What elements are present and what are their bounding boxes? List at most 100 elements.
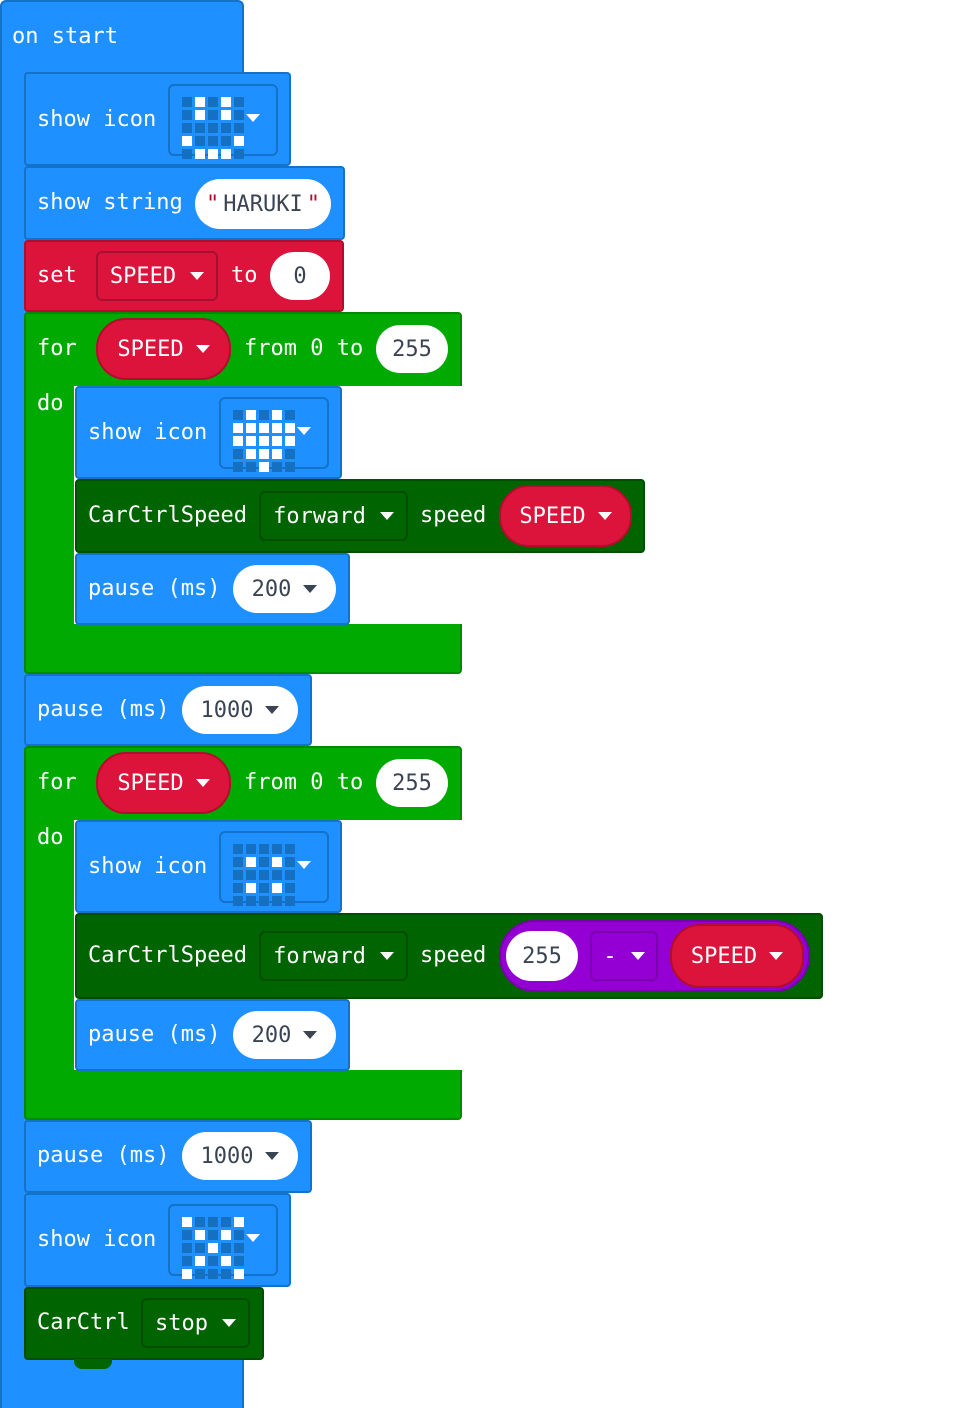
- led-cell: [221, 1217, 231, 1227]
- left-operand-input[interactable]: 255: [506, 931, 578, 981]
- pause-label: pause (ms): [88, 1022, 221, 1047]
- led-cell: [221, 1269, 231, 1279]
- pause-label: pause (ms): [37, 697, 170, 722]
- led-cell: [259, 410, 269, 420]
- led-cell: [234, 136, 244, 146]
- speed-variable-1[interactable]: SPEED: [499, 485, 632, 547]
- led-cell: [246, 870, 256, 880]
- loop-end-input-2[interactable]: 255: [376, 759, 448, 807]
- led-cell: [233, 896, 243, 906]
- led-cell: [272, 883, 282, 893]
- string-value: HARUKI: [223, 191, 303, 217]
- stop-dropdown[interactable]: stop: [141, 1298, 250, 1348]
- chevron-down-icon: [297, 427, 311, 435]
- right-operand-name: SPEED: [690, 943, 758, 969]
- led-cell: [246, 896, 256, 906]
- led-cell: [182, 1243, 192, 1253]
- set-value: 0: [293, 263, 307, 289]
- for-label: for: [37, 336, 77, 361]
- operator-dropdown[interactable]: -: [590, 931, 658, 981]
- pause-value: 1000: [200, 1143, 254, 1169]
- led-cell: [195, 123, 205, 133]
- led-cell: [221, 136, 231, 146]
- led-cell: [272, 436, 282, 446]
- led-cell: [272, 449, 282, 459]
- led-cell: [285, 423, 295, 433]
- icon-picker-1[interactable]: [168, 84, 278, 159]
- chevron-down-icon: [379, 952, 394, 960]
- operator-value: -: [603, 943, 617, 969]
- led-cell: [272, 844, 282, 854]
- led-cell: [259, 449, 269, 459]
- variable-dropdown[interactable]: SPEED: [96, 251, 218, 301]
- led-cell: [272, 857, 282, 867]
- loop-end-value: 255: [392, 770, 432, 796]
- led-cell: [221, 149, 231, 159]
- do-label: do: [37, 391, 64, 416]
- led-cell: [246, 883, 256, 893]
- led-cell: [208, 1243, 218, 1253]
- led-cell: [233, 423, 243, 433]
- led-cell: [233, 462, 243, 472]
- led-cell: [208, 1217, 218, 1227]
- loop-variable-2[interactable]: SPEED: [96, 752, 231, 814]
- led-cell: [246, 449, 256, 459]
- quote-open: ": [206, 191, 220, 217]
- pause-value-input-end[interactable]: 1000: [182, 1132, 298, 1180]
- chevron-down-icon: [195, 345, 210, 353]
- loop-end-input-1[interactable]: 255: [376, 325, 448, 373]
- from-to-label: from 0 to: [244, 336, 364, 361]
- led-cell: [246, 844, 256, 854]
- led-cell: [182, 123, 192, 133]
- icon-picker-3[interactable]: [219, 831, 329, 906]
- led-grid-icon: [182, 1217, 244, 1279]
- icon-picker-4[interactable]: [168, 1204, 278, 1279]
- chevron-down-icon: [221, 1319, 236, 1327]
- led-cell: [195, 1269, 205, 1279]
- loop-variable-1[interactable]: SPEED: [96, 318, 231, 380]
- pause-value-input-mid[interactable]: 1000: [182, 686, 298, 734]
- led-cell: [233, 410, 243, 420]
- show-icon-label: show icon: [88, 854, 208, 879]
- led-cell: [246, 423, 256, 433]
- led-cell: [234, 110, 244, 120]
- led-cell: [272, 462, 282, 472]
- chevron-down-icon: [190, 272, 205, 280]
- led-cell: [182, 97, 192, 107]
- chevron-down-icon: [597, 512, 612, 520]
- chevron-down-icon: [769, 952, 784, 960]
- right-operand-variable[interactable]: SPEED: [670, 924, 804, 988]
- quote-close: ": [306, 191, 320, 217]
- from-to-label: from 0 to: [244, 770, 364, 795]
- led-cell: [272, 410, 282, 420]
- icon-picker-2[interactable]: [219, 397, 329, 472]
- led-cell: [259, 423, 269, 433]
- led-cell: [195, 1243, 205, 1253]
- pause-value-input-2[interactable]: 200: [233, 1011, 336, 1059]
- led-cell: [285, 436, 295, 446]
- led-cell: [195, 1217, 205, 1227]
- string-input[interactable]: "HARUKI": [195, 179, 331, 229]
- pause-value-input-1[interactable]: 200: [233, 565, 336, 613]
- direction-value: forward: [273, 943, 366, 969]
- set-value-input[interactable]: 0: [270, 252, 330, 300]
- led-cell: [221, 1230, 231, 1240]
- led-cell: [208, 1269, 218, 1279]
- led-cell: [208, 149, 218, 159]
- direction-dropdown-2[interactable]: forward: [259, 931, 408, 981]
- led-cell: [272, 896, 282, 906]
- pause-value: 1000: [200, 697, 254, 723]
- led-cell: [285, 883, 295, 893]
- speed-label: speed: [420, 943, 487, 968]
- led-cell: [208, 123, 218, 133]
- led-cell: [234, 1243, 244, 1253]
- led-cell: [246, 436, 256, 446]
- chevron-down-icon: [265, 706, 280, 714]
- show-icon-label: show icon: [88, 420, 208, 445]
- led-cell: [208, 97, 218, 107]
- led-cell: [182, 110, 192, 120]
- direction-dropdown-1[interactable]: forward: [259, 491, 408, 541]
- led-cell: [195, 110, 205, 120]
- led-cell: [221, 110, 231, 120]
- show-string-label: show string: [37, 190, 183, 215]
